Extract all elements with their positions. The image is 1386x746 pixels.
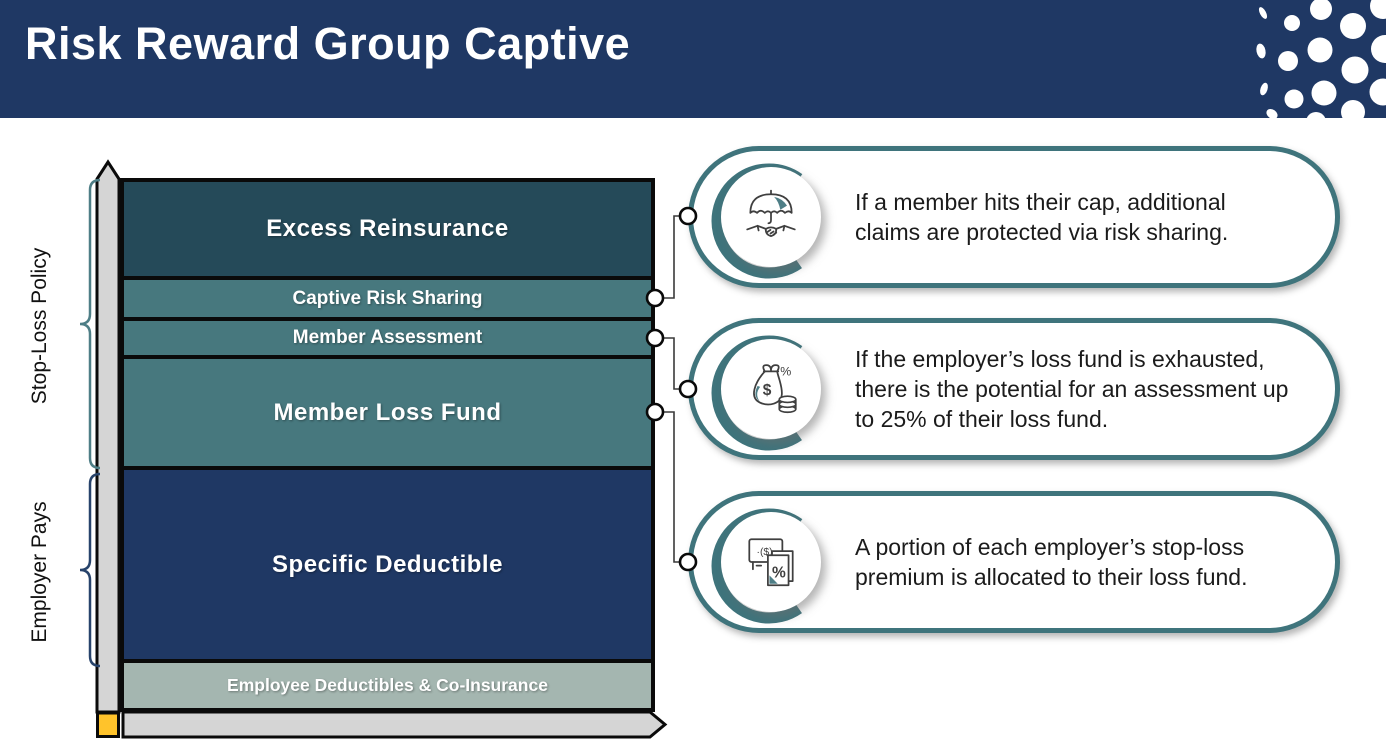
layer-excess-reinsurance: Excess Reinsurance xyxy=(124,182,651,280)
header-band: Risk Reward Group Captive xyxy=(0,0,1386,118)
callout-text: If the employer’s loss fund is exhausted… xyxy=(843,344,1333,434)
money-bag-percent-icon: $ % xyxy=(753,364,797,414)
callout-premium-allocation: ·($)· % A portion of each employer’s sto… xyxy=(688,491,1340,633)
page-title: Risk Reward Group Captive xyxy=(25,18,631,69)
callout-line: claims are protected via risk sharing. xyxy=(855,219,1229,245)
callout-badge: $ % xyxy=(693,323,843,455)
callout-line: If a member hits their cap, additional xyxy=(855,189,1226,215)
layer-label: Captive Risk Sharing xyxy=(292,287,483,309)
layer-label: Member Assessment xyxy=(292,327,483,348)
dot-sphere-decoration xyxy=(1256,0,1386,118)
dollar-glyph: $ xyxy=(763,382,772,399)
layer-label: Excess Reinsurance xyxy=(266,215,509,242)
connector-line-3 xyxy=(655,411,688,563)
icon-circle: $ % xyxy=(721,339,821,439)
umbrella-handshake-icon xyxy=(746,189,796,237)
icon-circle: ·($)· % xyxy=(721,512,821,612)
paren-dollar-glyph: ·($)· xyxy=(757,547,777,558)
callout-badge xyxy=(693,151,843,283)
connector-line-2 xyxy=(655,337,688,390)
callout-text: A portion of each employer’s stop-loss p… xyxy=(843,532,1333,592)
employer-pays-bracket xyxy=(79,472,101,668)
layer-employee-deductibles: Employee Deductibles & Co-Insurance xyxy=(124,663,651,708)
invoices-percent-icon: ·($)· % xyxy=(748,538,794,587)
percent-glyph: % xyxy=(780,365,791,379)
icon-circle xyxy=(721,167,821,267)
callout-line: there is the potential for an assessment… xyxy=(855,376,1289,402)
horizontal-axis-arrow xyxy=(121,710,668,739)
callout-line: to 25% of their loss fund. xyxy=(855,406,1109,432)
layer-label: Employee Deductibles & Co-Insurance xyxy=(227,675,548,695)
percent-glyph: % xyxy=(772,565,786,582)
coverage-stack: Excess Reinsurance Captive Risk Sharing … xyxy=(120,178,655,712)
layer-captive-risk-sharing: Captive Risk Sharing xyxy=(124,280,651,321)
callout-line: A portion of each employer’s stop-loss xyxy=(855,534,1245,560)
vertical-axis-arrow xyxy=(95,159,121,714)
callout-line: premium is allocated to their loss fund. xyxy=(855,564,1248,590)
layer-member-loss-fund: Member Loss Fund xyxy=(124,359,651,470)
layer-member-assessment: Member Assessment xyxy=(124,321,651,359)
origin-square xyxy=(96,711,120,738)
layer-label: Specific Deductible xyxy=(272,550,503,578)
connector-line-1 xyxy=(655,215,688,299)
employer-pays-label: Employer Pays xyxy=(28,501,51,643)
callout-assessment: $ % If the employer’s loss fund is exhau… xyxy=(688,318,1340,460)
callout-badge: ·($)· % xyxy=(693,496,843,628)
layer-label: Member Loss Fund xyxy=(273,398,502,426)
stop-loss-bracket xyxy=(79,178,101,470)
callout-text: If a member hits their cap, additional c… xyxy=(843,187,1333,247)
layer-specific-deductible: Specific Deductible xyxy=(124,470,651,663)
callout-risk-sharing: If a member hits their cap, additional c… xyxy=(688,146,1340,288)
callout-line: If the employer’s loss fund is exhausted… xyxy=(855,346,1265,372)
